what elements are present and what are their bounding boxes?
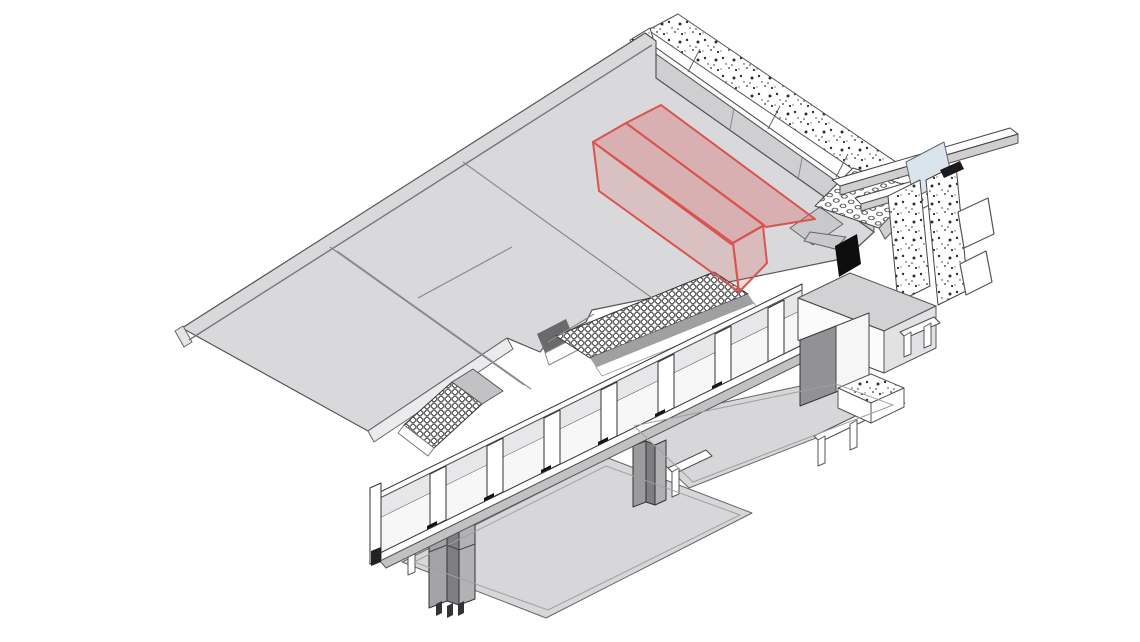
overhang-soffit-white [397, 424, 435, 457]
hanger-angle-right-leg2 [849, 419, 858, 451]
column-left-base-tooth1 [436, 601, 442, 616]
wall-cap-dark [940, 161, 964, 178]
stiffener-plate-3 [543, 409, 561, 473]
stiffener-plate-2 [486, 437, 504, 501]
column-left-base-tooth3 [458, 601, 464, 616]
wall-bracket-upper [957, 197, 995, 249]
overhang-cut-gray [451, 368, 504, 405]
slab-fascia-joint [188, 44, 653, 341]
concrete-wall-left [887, 179, 931, 303]
slab-step-joint [547, 313, 595, 343]
slab-joint-1a [329, 246, 525, 386]
edge-beam-inner [380, 310, 802, 553]
outer-band-joint-2 [767, 105, 781, 130]
outer-band-joint-1 [687, 48, 701, 73]
column-base-front-right [870, 387, 905, 424]
slab-edge-wedge [803, 231, 847, 250]
section-shadow-black [835, 234, 861, 277]
ceiling-panel-left-inner [413, 465, 742, 611]
slab-joint-1b [336, 250, 532, 390]
junction-column-shadow-face [799, 325, 837, 407]
overhang-edge-band [367, 337, 514, 443]
stiffener-plate-1 [429, 465, 447, 529]
hanger-angle-right-leg1 [817, 435, 826, 467]
parapet-tick-2 [797, 157, 803, 181]
hanger-angle-mid-leg [671, 467, 680, 498]
column-left-base-tooth2 [447, 603, 453, 618]
highlighted-membrane-strip[interactable] [625, 104, 816, 228]
slab-joint-2 [462, 161, 656, 301]
line-layer [188, 44, 895, 611]
slab-left-end-face [174, 325, 193, 348]
outer-band-joint-3 [835, 153, 849, 178]
stiffener-plate-4 [600, 381, 618, 445]
column-mid-flange-left [632, 440, 647, 508]
stiffener-plate-5 [657, 353, 675, 417]
wall-bracket-lower [959, 250, 993, 296]
junction-angle-leg2 [923, 322, 932, 349]
column-left-splice [428, 543, 476, 553]
cut-face-gray-band [590, 294, 754, 367]
ceiling-panel-right-inner [633, 383, 895, 483]
stiffener-plate-6 [714, 325, 732, 389]
column-mid-web [645, 440, 656, 506]
junction-angle-leg1 [903, 331, 912, 358]
shape-layer [174, 13, 1019, 619]
stiffener-plate-7 [767, 299, 785, 363]
parapet-tick-1 [729, 107, 735, 131]
edge-beam-end-cap-shadow [371, 547, 381, 566]
slab-cross-joint [417, 246, 513, 299]
column-mid-flange-right [654, 439, 667, 506]
